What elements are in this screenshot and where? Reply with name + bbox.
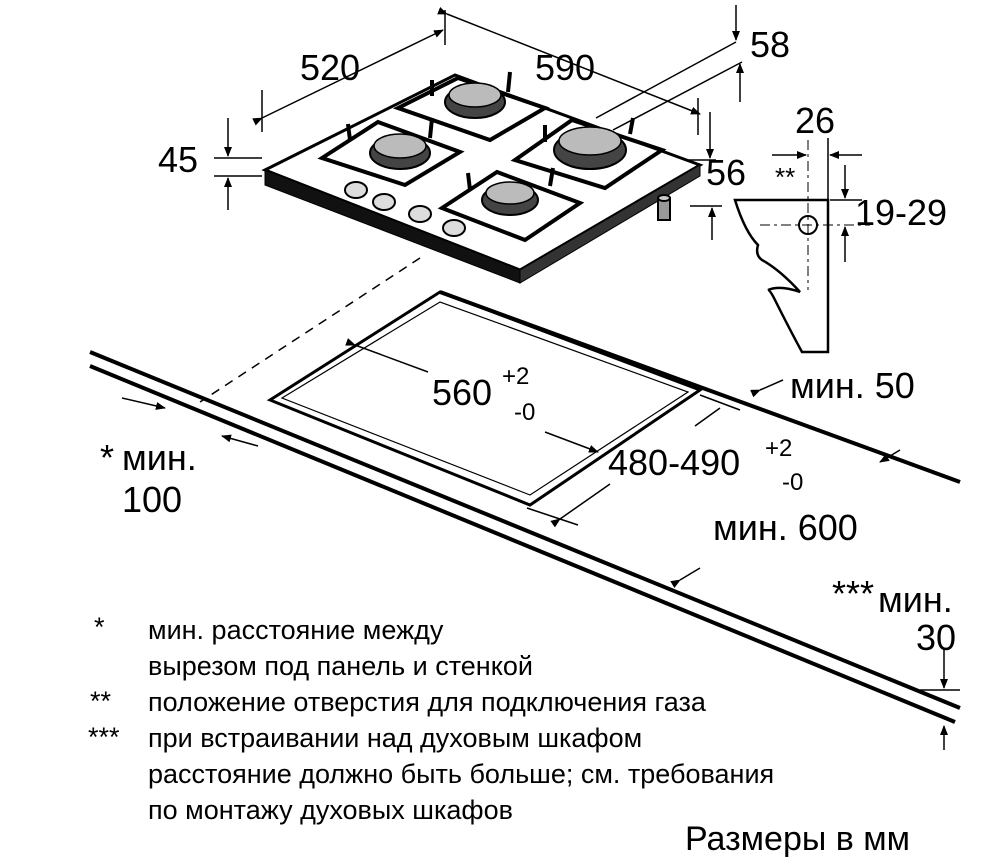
dim-cutout-width-tol-minus: -0 bbox=[514, 399, 535, 426]
dim-cutout-depth-tol-plus: +2 bbox=[765, 435, 792, 462]
side-profile bbox=[733, 138, 870, 354]
dim-cutout-depth: 480-490 bbox=[608, 442, 740, 483]
units-label: Размеры в мм bbox=[685, 820, 911, 858]
note-3-line-1: при встраивании над духовым шкафом bbox=[148, 723, 643, 753]
gas-connector bbox=[657, 194, 671, 221]
dim-min-wall-value: 100 bbox=[122, 479, 182, 520]
note-3-mark: *** bbox=[88, 722, 120, 752]
dim-gas-height: 19-29 bbox=[855, 192, 947, 233]
hob bbox=[261, 71, 704, 284]
cutout-dimension-lines bbox=[121, 338, 960, 750]
burner-left bbox=[369, 133, 431, 170]
note-2-mark: ** bbox=[90, 686, 112, 716]
dim-min-bottom-value: 30 bbox=[916, 617, 956, 658]
dim-width-outer: 590 bbox=[535, 47, 595, 88]
hob-right-edge bbox=[519, 164, 701, 284]
note-1-mark: * bbox=[94, 612, 105, 642]
hob-dimension-lines bbox=[214, 5, 744, 240]
burner-front bbox=[481, 181, 539, 216]
dim-cutout-width-tol-plus: +2 bbox=[502, 363, 529, 390]
projection-line bbox=[199, 257, 421, 403]
note-1-line-1: мин. расстояние между bbox=[148, 615, 444, 645]
note-1-line-2: вырезом под панель и стенкой bbox=[148, 651, 533, 681]
note-3-line-3: по монтажу духовых шкафов bbox=[148, 795, 513, 825]
dim-depth-top: 58 bbox=[750, 24, 790, 65]
dim-min-wall-star: * bbox=[100, 437, 114, 478]
burner-right bbox=[553, 126, 627, 170]
pan-support-right bbox=[510, 117, 667, 191]
dim-cutout-width: 560 bbox=[432, 372, 492, 413]
gas-marker: ** bbox=[775, 162, 795, 192]
note-2-line-1: положение отверстия для подключения газа bbox=[148, 687, 706, 717]
dim-height-left: 45 bbox=[158, 139, 198, 180]
dim-width-inner: 520 bbox=[300, 47, 360, 88]
dim-min-bottom-label: мин. bbox=[878, 579, 953, 620]
dim-min-counter: мин. 600 bbox=[713, 507, 858, 548]
control-knobs bbox=[344, 181, 466, 237]
dim-min-bottom-star: *** bbox=[832, 573, 874, 614]
countertop bbox=[89, 290, 961, 724]
dim-gas-offset: 26 bbox=[795, 100, 835, 141]
dim-depth-side: 56 bbox=[706, 152, 746, 193]
pan-support-front bbox=[437, 167, 585, 243]
dim-cutout-depth-tol-minus: -0 bbox=[782, 469, 803, 496]
dim-min-back: мин. 50 bbox=[790, 365, 915, 406]
burner-back bbox=[444, 82, 506, 119]
note-3-line-2: расстояние должно быть больше; см. требо… bbox=[148, 759, 775, 789]
dim-min-wall-label: мин. bbox=[122, 437, 197, 478]
cutout bbox=[266, 290, 704, 507]
